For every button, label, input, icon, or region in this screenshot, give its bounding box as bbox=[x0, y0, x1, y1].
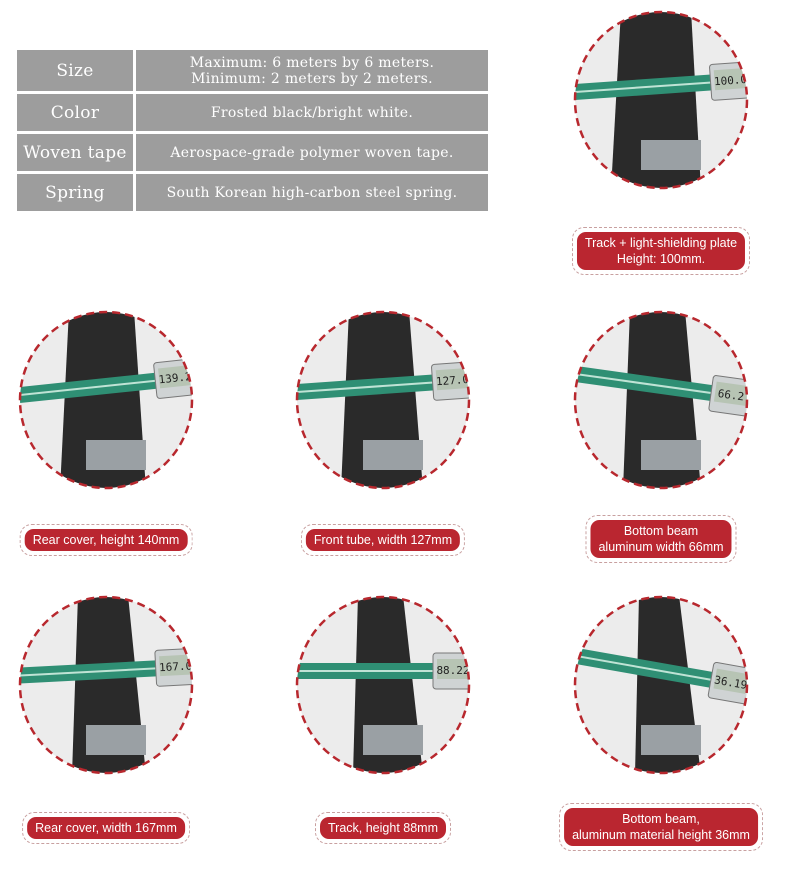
caption-line: Track, height 88mm bbox=[328, 821, 438, 835]
caliper-reading: 100.0 bbox=[714, 73, 748, 88]
spec-value: Maximum: 6 meters by 6 meters.Minimum: 2… bbox=[136, 50, 488, 91]
caption-text: Rear cover, width 167mm bbox=[27, 817, 185, 839]
spec-label: Color bbox=[17, 94, 133, 131]
caliper-reading: 36.19 bbox=[713, 673, 748, 692]
caliper-reading: 139.2 bbox=[158, 370, 192, 386]
caption-badge: Track, height 88mm bbox=[315, 812, 451, 844]
caption-badge: Bottom beam, aluminum material height 36m… bbox=[559, 803, 763, 851]
spec-value-line: Minimum: 2 meters by 2 meters. bbox=[191, 70, 433, 87]
spec-value-line: Aerospace-grade polymer woven tape. bbox=[170, 144, 454, 161]
spec-label: Spring bbox=[17, 174, 133, 211]
measurement-photo: 88.22 bbox=[293, 595, 473, 775]
caption-text: Bottom beam aluminum width 66mm bbox=[590, 520, 732, 558]
caption-line: Bottom beam, bbox=[622, 812, 700, 826]
measurement-photo: 36.19 bbox=[571, 595, 751, 775]
measurement-photo: 139.2 bbox=[16, 310, 196, 490]
caption-text: Front tube, width 127mm bbox=[305, 529, 461, 551]
spec-value: South Korean high-carbon steel spring. bbox=[136, 174, 488, 211]
caption-badge: Front tube, width 127mm bbox=[300, 524, 466, 556]
spec-row: Color Frosted black/bright white. bbox=[17, 94, 488, 131]
caliper-reading: 66.2 bbox=[717, 387, 745, 404]
caption-badge: Rear cover, height 140mm bbox=[19, 524, 193, 556]
caption-text: Rear cover, height 140mm bbox=[24, 529, 188, 551]
spec-value-line: Maximum: 6 meters by 6 meters. bbox=[189, 54, 435, 71]
caption-line: Front tube, width 127mm bbox=[313, 533, 453, 547]
spec-value-line: South Korean high-carbon steel spring. bbox=[166, 184, 458, 201]
measurement-photo: 100.0 bbox=[571, 10, 751, 190]
spec-value-line: Frosted black/bright white. bbox=[210, 104, 414, 121]
caption-line: Rear cover, height 140mm bbox=[32, 533, 180, 547]
spec-value: Aerospace-grade polymer woven tape. bbox=[136, 134, 488, 171]
caption-line: Track + light-shielding plate bbox=[584, 236, 738, 250]
caption-line: Rear cover, width 167mm bbox=[35, 821, 177, 835]
caliper-reading: 127.0 bbox=[436, 373, 470, 388]
caption-badge: Rear cover, width 167mm bbox=[22, 812, 190, 844]
caption-line: Height: 100mm. bbox=[616, 252, 706, 266]
caption-badge: Bottom beam aluminum width 66mm bbox=[585, 515, 737, 563]
spec-row: Spring South Korean high-carbon steel spr… bbox=[17, 174, 488, 211]
caliper-reading: 88.22 bbox=[436, 664, 469, 677]
caption-text: Bottom beam, aluminum material height 36m… bbox=[564, 808, 758, 846]
caption-line: Bottom beam bbox=[623, 524, 699, 538]
caption-text: Track, height 88mm bbox=[320, 817, 446, 839]
measurement-photo: 66.2 bbox=[571, 310, 751, 490]
caption-line: aluminum material height 36mm bbox=[572, 828, 750, 842]
caliper-reading: 167.0 bbox=[159, 659, 193, 674]
caption-line: aluminum width 66mm bbox=[598, 540, 724, 554]
spec-label: Size bbox=[17, 50, 133, 91]
measurement-photo: 167.0 bbox=[16, 595, 196, 775]
spec-value: Frosted black/bright white. bbox=[136, 94, 488, 131]
measurement-photo: 127.0 bbox=[293, 310, 473, 490]
spec-label: Woven tape bbox=[17, 134, 133, 171]
spec-row: Woven tape Aerospace-grade polymer woven … bbox=[17, 134, 488, 171]
